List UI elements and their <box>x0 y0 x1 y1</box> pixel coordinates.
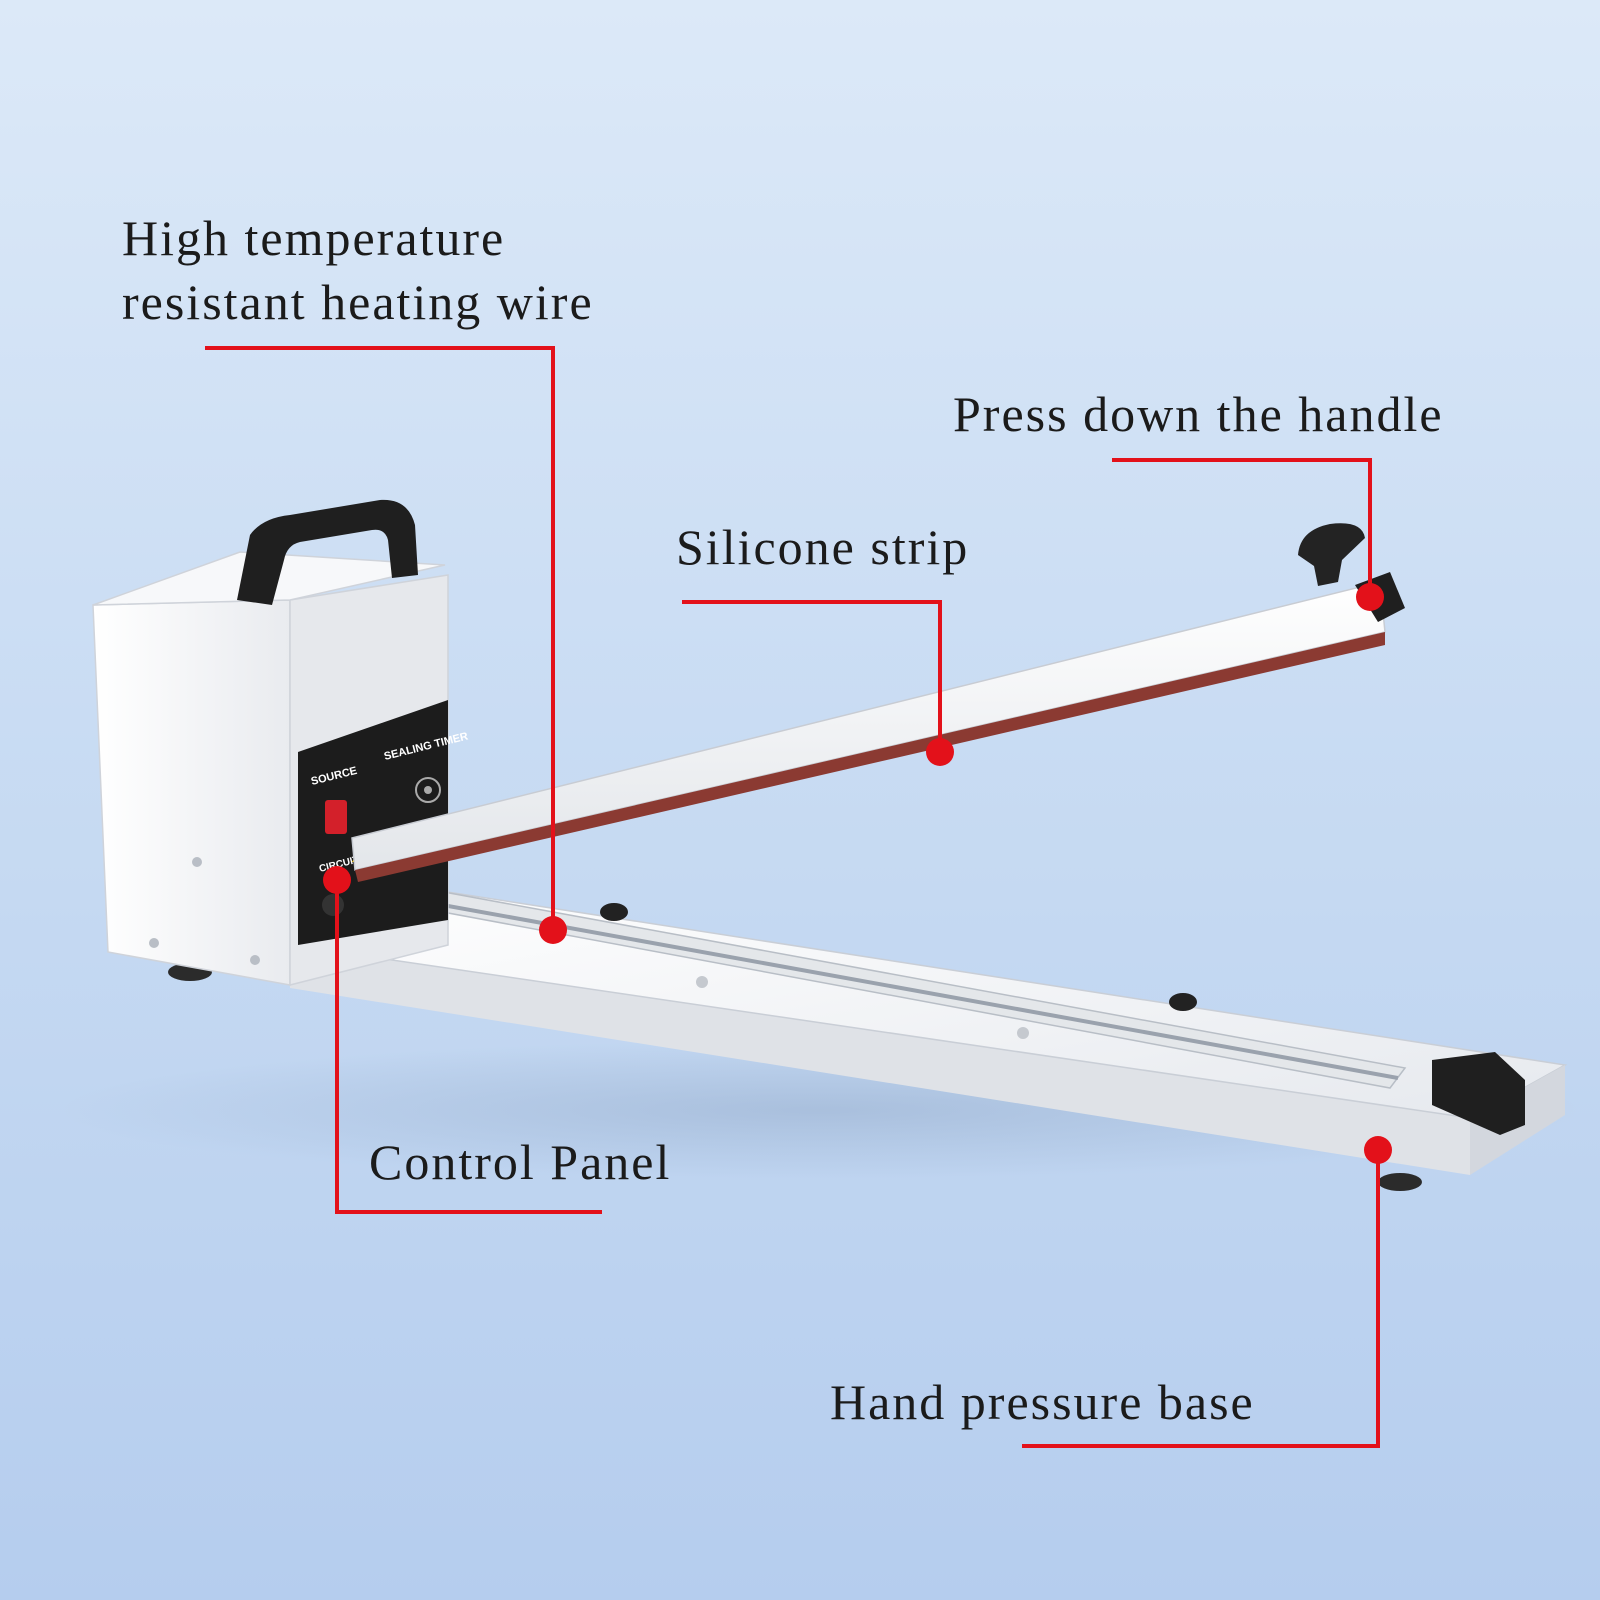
callout-line-heating-wire <box>205 346 555 930</box>
hand-pressure-base-label: Hand pressure base <box>830 1374 1255 1430</box>
callout-dot-press-handle <box>1356 583 1384 611</box>
press-handle-label: Press down the handle <box>953 386 1444 442</box>
press-handle-knob <box>1298 523 1365 586</box>
callout-line-silicone-strip <box>682 600 942 752</box>
foot <box>1378 1173 1422 1191</box>
base-plate-side <box>290 945 1470 1175</box>
control-panel-label: Control Panel <box>369 1134 672 1190</box>
timer-knob-center <box>424 786 432 794</box>
power-switch <box>325 800 347 834</box>
rail-screw <box>1017 1027 1029 1039</box>
callout-line-control-panel <box>335 880 602 1214</box>
fuse-holder <box>322 894 344 916</box>
callout-dot-heating-wire <box>539 916 567 944</box>
housing-screw <box>250 955 260 965</box>
callout-dot-silicone-strip <box>926 738 954 766</box>
carry-handle <box>237 499 418 605</box>
rail-screw <box>696 976 708 988</box>
silicone-strip-shape <box>355 632 1385 882</box>
end-block <box>1432 1052 1525 1135</box>
housing-front <box>92 599 291 986</box>
timer-knob <box>415 777 441 803</box>
callout-dot-hand-pressure-base <box>1364 1136 1392 1164</box>
callout-dots <box>323 583 1392 1164</box>
silicone-strip-label: Silicone strip <box>676 519 970 575</box>
housing-screw <box>192 857 202 867</box>
heating-wire <box>414 898 1399 1080</box>
rail-knob <box>600 903 628 921</box>
rail-knob <box>1169 993 1197 1011</box>
heating-wire-label-line2: resistant heating wire <box>122 274 594 330</box>
sealing-arm <box>351 581 1386 871</box>
callout-lines <box>205 346 1380 1448</box>
callout-line-press-handle <box>1112 458 1372 597</box>
callout-line-hand-pressure-base <box>1022 1150 1380 1448</box>
heating-wire-label-line1: High temperature <box>122 210 506 266</box>
callout-dot-control-panel <box>323 866 351 894</box>
housing-screw <box>149 938 159 948</box>
heating-wire-label: High temperature resistant heating wire <box>122 206 594 334</box>
